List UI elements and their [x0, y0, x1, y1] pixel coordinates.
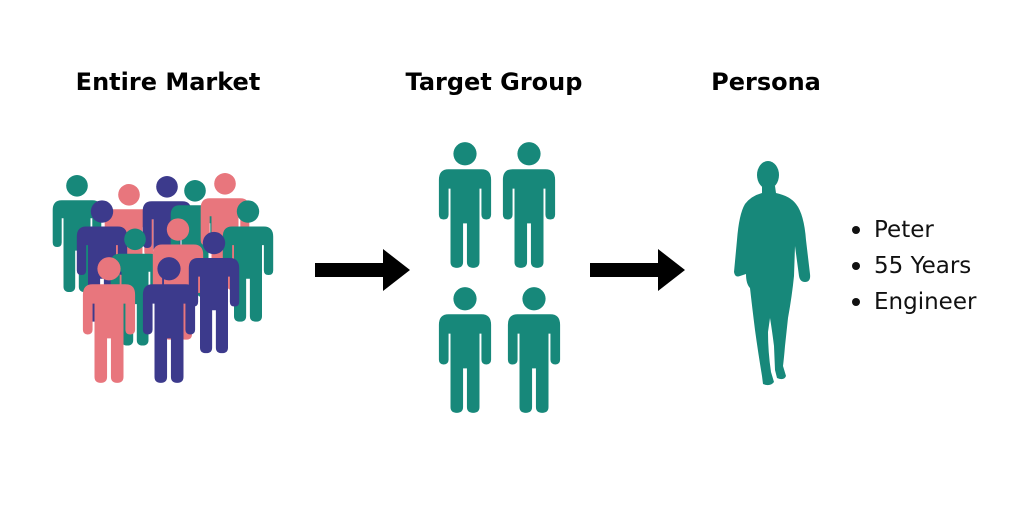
bullet-icon [852, 226, 860, 234]
bullet-icon [852, 298, 860, 306]
persona-occupation: Engineer [874, 289, 977, 315]
list-item: 55 Years [852, 248, 976, 284]
bullet-icon [852, 262, 860, 270]
list-item: Peter [852, 212, 976, 248]
persona-age: 55 Years [874, 253, 972, 279]
target-group-icon [438, 142, 561, 413]
entire-market-heading: Entire Market [75, 68, 261, 96]
persona-heading: Persona [711, 68, 821, 96]
target-group-heading: Target Group [405, 68, 583, 96]
arrow-icon [315, 249, 410, 291]
walking-man-silhouette-icon [734, 161, 811, 386]
arrow-icon [590, 249, 685, 291]
persona-name: Peter [874, 217, 934, 243]
crowd-icon [52, 173, 274, 383]
list-item: Engineer [852, 284, 976, 320]
persona-attributes-list: Peter 55 Years Engineer [852, 212, 976, 320]
